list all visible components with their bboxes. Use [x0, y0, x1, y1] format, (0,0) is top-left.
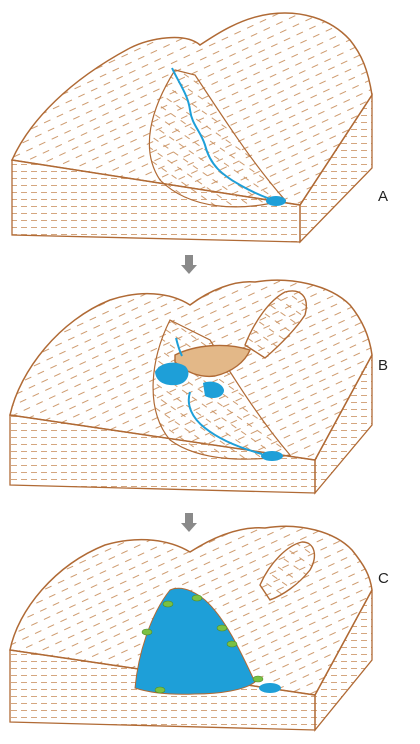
vegetation-patch — [227, 641, 237, 647]
stage-label-b: B — [378, 357, 388, 374]
stage-label-a: A — [378, 188, 388, 205]
vegetation-patch — [155, 687, 165, 693]
block-c — [10, 526, 372, 730]
block-a — [12, 13, 372, 242]
vegetation-patch — [253, 676, 263, 682]
stage-label-c: C — [378, 570, 389, 587]
block-a-pond — [266, 196, 286, 206]
block-b-pond-end — [261, 451, 283, 461]
down-arrow-icon — [181, 255, 197, 274]
vegetation-patch — [142, 629, 152, 635]
vegetation-patch — [217, 625, 227, 631]
block-b — [10, 280, 372, 493]
vegetation-patch — [192, 595, 202, 601]
down-arrow-icon — [181, 513, 197, 532]
vegetation-patch — [163, 601, 173, 607]
block-c-outlet-pond — [259, 683, 281, 693]
